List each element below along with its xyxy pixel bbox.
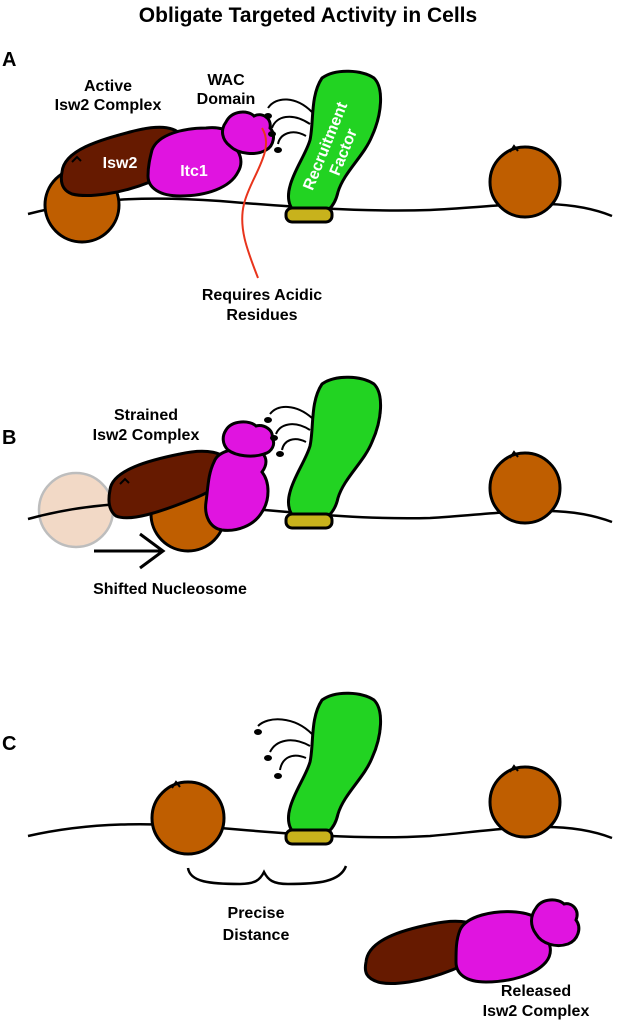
- panel-b-acidic-tail-3: [281, 438, 307, 451]
- panel-c-distance-label-line2: Distance: [223, 927, 290, 944]
- panel-a-complex-label-line2: Isw2 Complex: [55, 97, 162, 114]
- panel-c-distance-label-line1: Precise: [228, 905, 285, 922]
- panel-b-acidic-residue: [276, 451, 284, 457]
- panel-a-acidic-residue: [264, 113, 272, 119]
- panel-b-complex-label-line2: Isw2 Complex: [93, 427, 200, 444]
- panel-c-acidic-residue: [274, 773, 282, 779]
- panel-b-factor-dock: [284, 512, 334, 530]
- panel-a-isw2-label: Isw2: [103, 155, 138, 172]
- panel-a-wac-label-line1: WAC: [207, 72, 245, 89]
- panel-a-wac-domain: [221, 110, 275, 155]
- panel-b-nucleosome-right: [488, 451, 562, 525]
- panel-a-acidic-pointer: [241, 127, 268, 279]
- panel-a-acidic-tail-2: [271, 115, 311, 129]
- panel-a-acidic-label-line1: Requires Acidic: [202, 287, 322, 304]
- panel-b-nucleosome-ghost: [37, 471, 115, 549]
- panel-c-letter: C: [2, 733, 16, 755]
- panel-a-acidic-tail-3: [277, 131, 307, 145]
- panel-b-acidic-tail-1: [269, 406, 313, 419]
- panel-b-nucleosome-right-notch: [509, 450, 519, 459]
- panel-c-acidic-residue: [264, 755, 272, 761]
- panel-a-acidic-tail-1: [267, 98, 313, 113]
- panel-b-shift-arrow: [94, 532, 166, 570]
- panel-c-factor-dock: [284, 828, 334, 846]
- panel-b-acidic-tail-2: [275, 423, 311, 435]
- panel-c-nucleosome-left: [150, 780, 226, 856]
- panel-c-acidic-residue: [254, 729, 262, 735]
- panel-c-released-wac-domain: [530, 898, 581, 948]
- panel-b-itc1-subunit: [204, 447, 270, 532]
- panel-a-itc1-label: Itc1: [180, 163, 208, 180]
- panel-b-complex-label-line1: Strained: [114, 407, 178, 424]
- panel-a-acidic-residue: [268, 131, 276, 137]
- panel-a-nucleosome-right-notch: [509, 144, 519, 153]
- panel-a-acidic-residue: [274, 147, 282, 153]
- panel-c-nucleosome-left-notch: [171, 780, 181, 789]
- panel-c-released-label-line2: Isw2 Complex: [483, 1003, 590, 1020]
- panel-a-letter: A: [2, 49, 16, 71]
- panel-a-wac-label-line2: Domain: [197, 91, 256, 108]
- panel-a-nucleosome-right: [488, 145, 562, 219]
- panel-b-isw2-notch: [119, 477, 130, 485]
- panel-b-recruitment-factor: [287, 375, 383, 524]
- panel-b: B Strained Isw2 Co: [2, 375, 613, 598]
- panel-c: C Precise Distance Released Isw2 Complex: [2, 691, 613, 1020]
- panel-b-wac-domain: [221, 420, 276, 458]
- panel-a-complex-label-line1: Active: [84, 78, 132, 95]
- panel-a-isw2-notch: [71, 155, 82, 163]
- panel-b-acidic-residue: [264, 417, 272, 423]
- panel-c-released-itc1-subunit: [454, 910, 552, 984]
- panel-c-recruitment-factor: [287, 691, 383, 840]
- panel-c-nucleosome-right: [488, 765, 562, 839]
- panel-c-acidic-tail-2: [269, 739, 311, 753]
- panel-b-shift-label: Shifted Nucleosome: [93, 581, 247, 598]
- panel-c-acidic-tail-3: [279, 754, 307, 771]
- panel-a-factor-dock: [284, 206, 334, 224]
- panel-a-acidic-label-line2: Residues: [226, 307, 297, 324]
- panel-c-nucleosome-right-notch: [509, 764, 519, 773]
- panel-b-letter: B: [2, 427, 16, 449]
- panel-a: A Isw2 Itc1 Recruitment Factor: [2, 49, 613, 324]
- panel-a-itc1-subunit: [146, 126, 243, 198]
- panel-b-acidic-residue: [270, 435, 278, 441]
- panel-c-released-label-line1: Released: [501, 983, 571, 1000]
- panel-c-distance-brace: [186, 865, 348, 886]
- panel-c-acidic-tail-1: [257, 718, 313, 735]
- figure-title: Obligate Targeted Activity in Cells: [139, 4, 477, 27]
